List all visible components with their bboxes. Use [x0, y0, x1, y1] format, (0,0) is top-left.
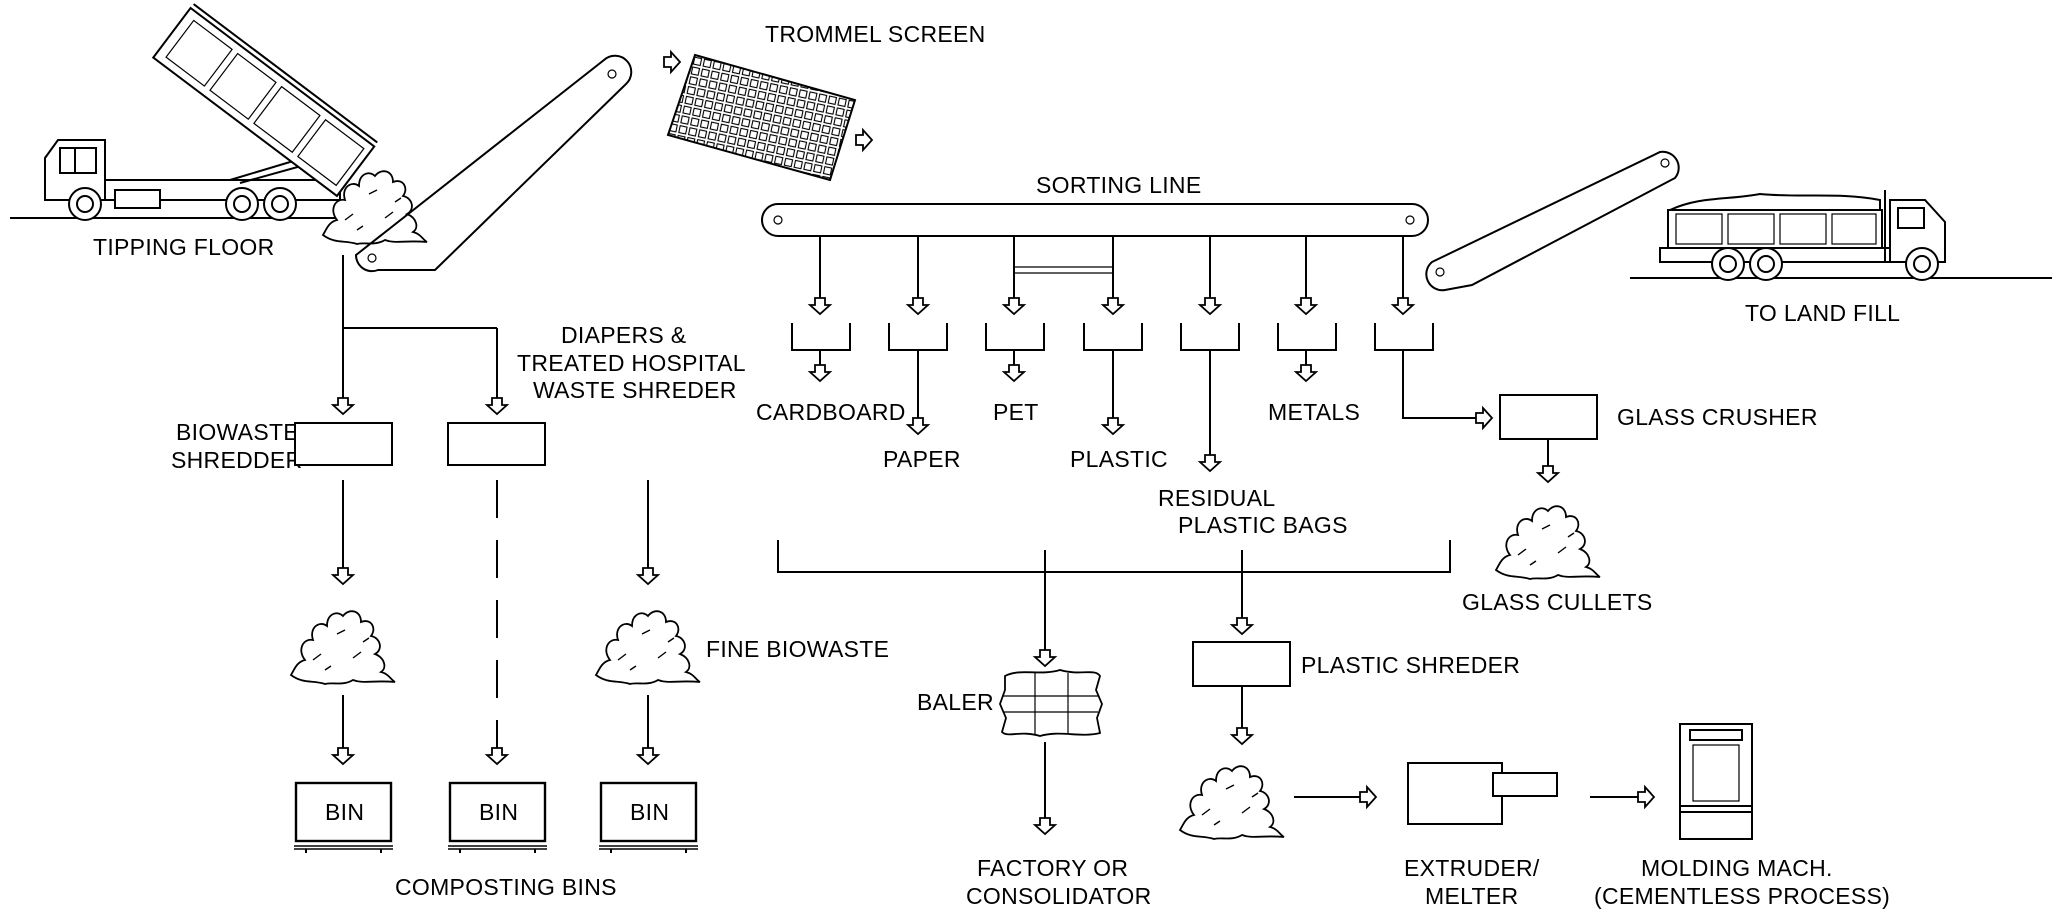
diapers-shredder-box	[447, 422, 546, 466]
arrow-icon	[1537, 465, 1559, 483]
arrow-icon	[332, 567, 354, 585]
glass-cullets-pile-icon	[1495, 505, 1601, 580]
arrow-icon	[332, 747, 354, 765]
arrow-icon	[332, 397, 354, 415]
plastic-flakes-pile-icon	[1179, 765, 1285, 840]
biowaste-pile-icon	[290, 610, 396, 685]
arrow-icon	[1034, 817, 1056, 835]
baler-label: BALER	[917, 689, 994, 715]
extruder-melter-icon	[1407, 762, 1558, 825]
molding-label-line2: (CEMENTLESS PROCESS)	[1594, 883, 1890, 909]
conveyor-belt-icon	[354, 54, 633, 273]
sorting-line-label: SORTING LINE	[1036, 172, 1202, 198]
glass-crusher-label: GLASS CRUSHER	[1617, 404, 1818, 430]
factory-label-line2: CONSOLIDATOR	[966, 883, 1152, 909]
arrow-icon	[637, 747, 659, 765]
biowaste-feed-lines	[342, 255, 498, 398]
arrow-icon	[1637, 786, 1655, 808]
arrow-icon	[663, 51, 681, 73]
extruder-label-line2: MELTER	[1425, 883, 1518, 909]
arrow-icon	[1231, 617, 1253, 635]
arrow-icon	[1199, 454, 1221, 472]
bin-label: BIN	[479, 799, 518, 825]
metals-label: METALS	[1268, 399, 1360, 425]
landfill-truck-icon	[1630, 190, 2052, 281]
glass-crusher-box	[1499, 394, 1598, 440]
fine-biowaste-label: FINE BIOWASTE	[706, 636, 889, 662]
arrow-icon	[1295, 364, 1317, 382]
arrow-icon	[1003, 364, 1025, 382]
arrow-icon	[486, 747, 508, 765]
residual-label-line2: PLASTIC BAGS	[1178, 512, 1348, 538]
molding-machine-icon	[1679, 723, 1753, 840]
bin-label: BIN	[630, 799, 669, 825]
trommel-screen-label: TROMMEL SCREEN	[765, 21, 986, 47]
extruder-label-line1: EXTRUDER/	[1404, 855, 1540, 881]
arrow-icon	[486, 397, 508, 415]
baler-bale-icon	[999, 669, 1103, 737]
collection-bracket	[777, 540, 1451, 573]
biowaste-shredder-label-line2: SHREDDER	[171, 447, 302, 473]
sorting-hoppers	[791, 323, 1434, 351]
to-land-fill-label: TO LAND FILL	[1745, 300, 1900, 326]
residual-label-line1: RESIDUAL	[1158, 485, 1275, 511]
conveyor-belt-icon	[1425, 150, 1680, 292]
diapers-label-line3: WASTE SHREDER	[533, 377, 737, 403]
paper-label: PAPER	[883, 446, 961, 472]
arrow-icon	[809, 364, 831, 382]
plastic-shreder-box	[1192, 641, 1291, 687]
factory-label-line1: FACTORY OR	[977, 855, 1128, 881]
plastic-label: PLASTIC	[1070, 446, 1168, 472]
biowaste-shredder-label-line1: BIOWASTE	[176, 419, 299, 445]
glass-cullets-label: GLASS CULLETS	[1462, 589, 1653, 615]
fine-biowaste-pile-icon	[595, 610, 701, 685]
arrow-icon	[1102, 417, 1124, 435]
sorting-drops	[809, 236, 1414, 315]
dump-truck-icon	[10, 3, 378, 221]
arrow-icon	[1475, 407, 1493, 429]
diapers-label-line2: TREATED HOSPITAL	[517, 350, 746, 376]
arrow-icon	[1034, 649, 1056, 667]
arrow-icon	[855, 129, 873, 151]
arrow-icon	[907, 417, 929, 435]
arrow-icon	[637, 567, 659, 585]
pet-label: PET	[993, 399, 1039, 425]
trommel-screen-icon	[666, 53, 857, 182]
arrow-icon	[1231, 727, 1253, 745]
molding-label-line1: MOLDING MACH.	[1641, 855, 1833, 881]
biowaste-shredder-box	[294, 422, 393, 466]
tipping-floor-label: TIPPING FLOOR	[93, 234, 275, 260]
diapers-label-line1: DIAPERS &	[561, 322, 686, 348]
cardboard-label: CARDBOARD	[756, 399, 906, 425]
bin-label: BIN	[325, 799, 364, 825]
sorting-line-conveyor-icon	[761, 203, 1429, 237]
composting-bins-label: COMPOSTING BINS	[395, 874, 617, 900]
arrow-icon	[1359, 786, 1377, 808]
plastic-shreder-label: PLASTIC SHREDER	[1301, 652, 1520, 678]
